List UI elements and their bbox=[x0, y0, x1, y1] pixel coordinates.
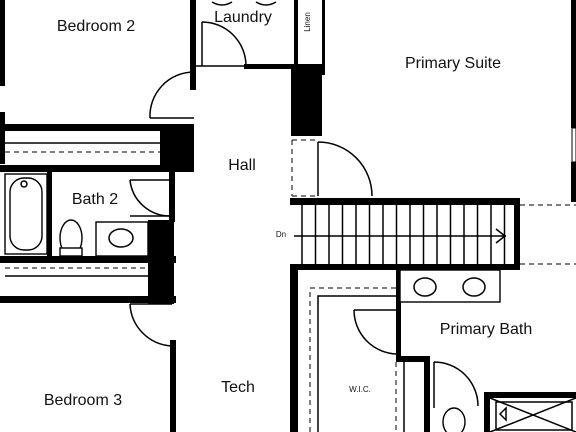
tech-label: Tech bbox=[221, 379, 255, 396]
stair bbox=[290, 198, 576, 270]
wic-door bbox=[353, 309, 399, 355]
primary-suite-door bbox=[291, 139, 373, 197]
washer-dryer bbox=[211, 1, 277, 6]
bedroom3-door bbox=[129, 303, 176, 432]
wic-closet bbox=[309, 287, 405, 432]
bedroom3-label: Bedroom 3 bbox=[44, 392, 122, 409]
laundry-label: Laundry bbox=[214, 9, 272, 26]
dn-label: Dn bbox=[276, 230, 286, 239]
bath2 bbox=[4, 172, 175, 304]
closet-strip-upper bbox=[0, 124, 194, 172]
wic-label: W.I.C. bbox=[349, 385, 371, 394]
bedroom2-label: Bedroom 2 bbox=[57, 18, 135, 35]
upper-left-walls bbox=[0, 0, 325, 164]
primary-bath bbox=[290, 268, 576, 432]
toilet-door bbox=[433, 361, 479, 408]
linen-label: Linen bbox=[303, 12, 312, 32]
laundry-door bbox=[196, 21, 247, 67]
hall-label: Hall bbox=[228, 157, 256, 174]
bath2-label: Bath 2 bbox=[72, 191, 118, 208]
primary-suite-walls bbox=[291, 0, 576, 202]
bath2-door bbox=[129, 179, 171, 217]
primary-bath-label: Primary Bath bbox=[440, 321, 532, 338]
bedroom2-door bbox=[149, 71, 195, 119]
primary-suite-label: Primary Suite bbox=[405, 55, 501, 72]
closet-strip-lower bbox=[0, 256, 176, 303]
